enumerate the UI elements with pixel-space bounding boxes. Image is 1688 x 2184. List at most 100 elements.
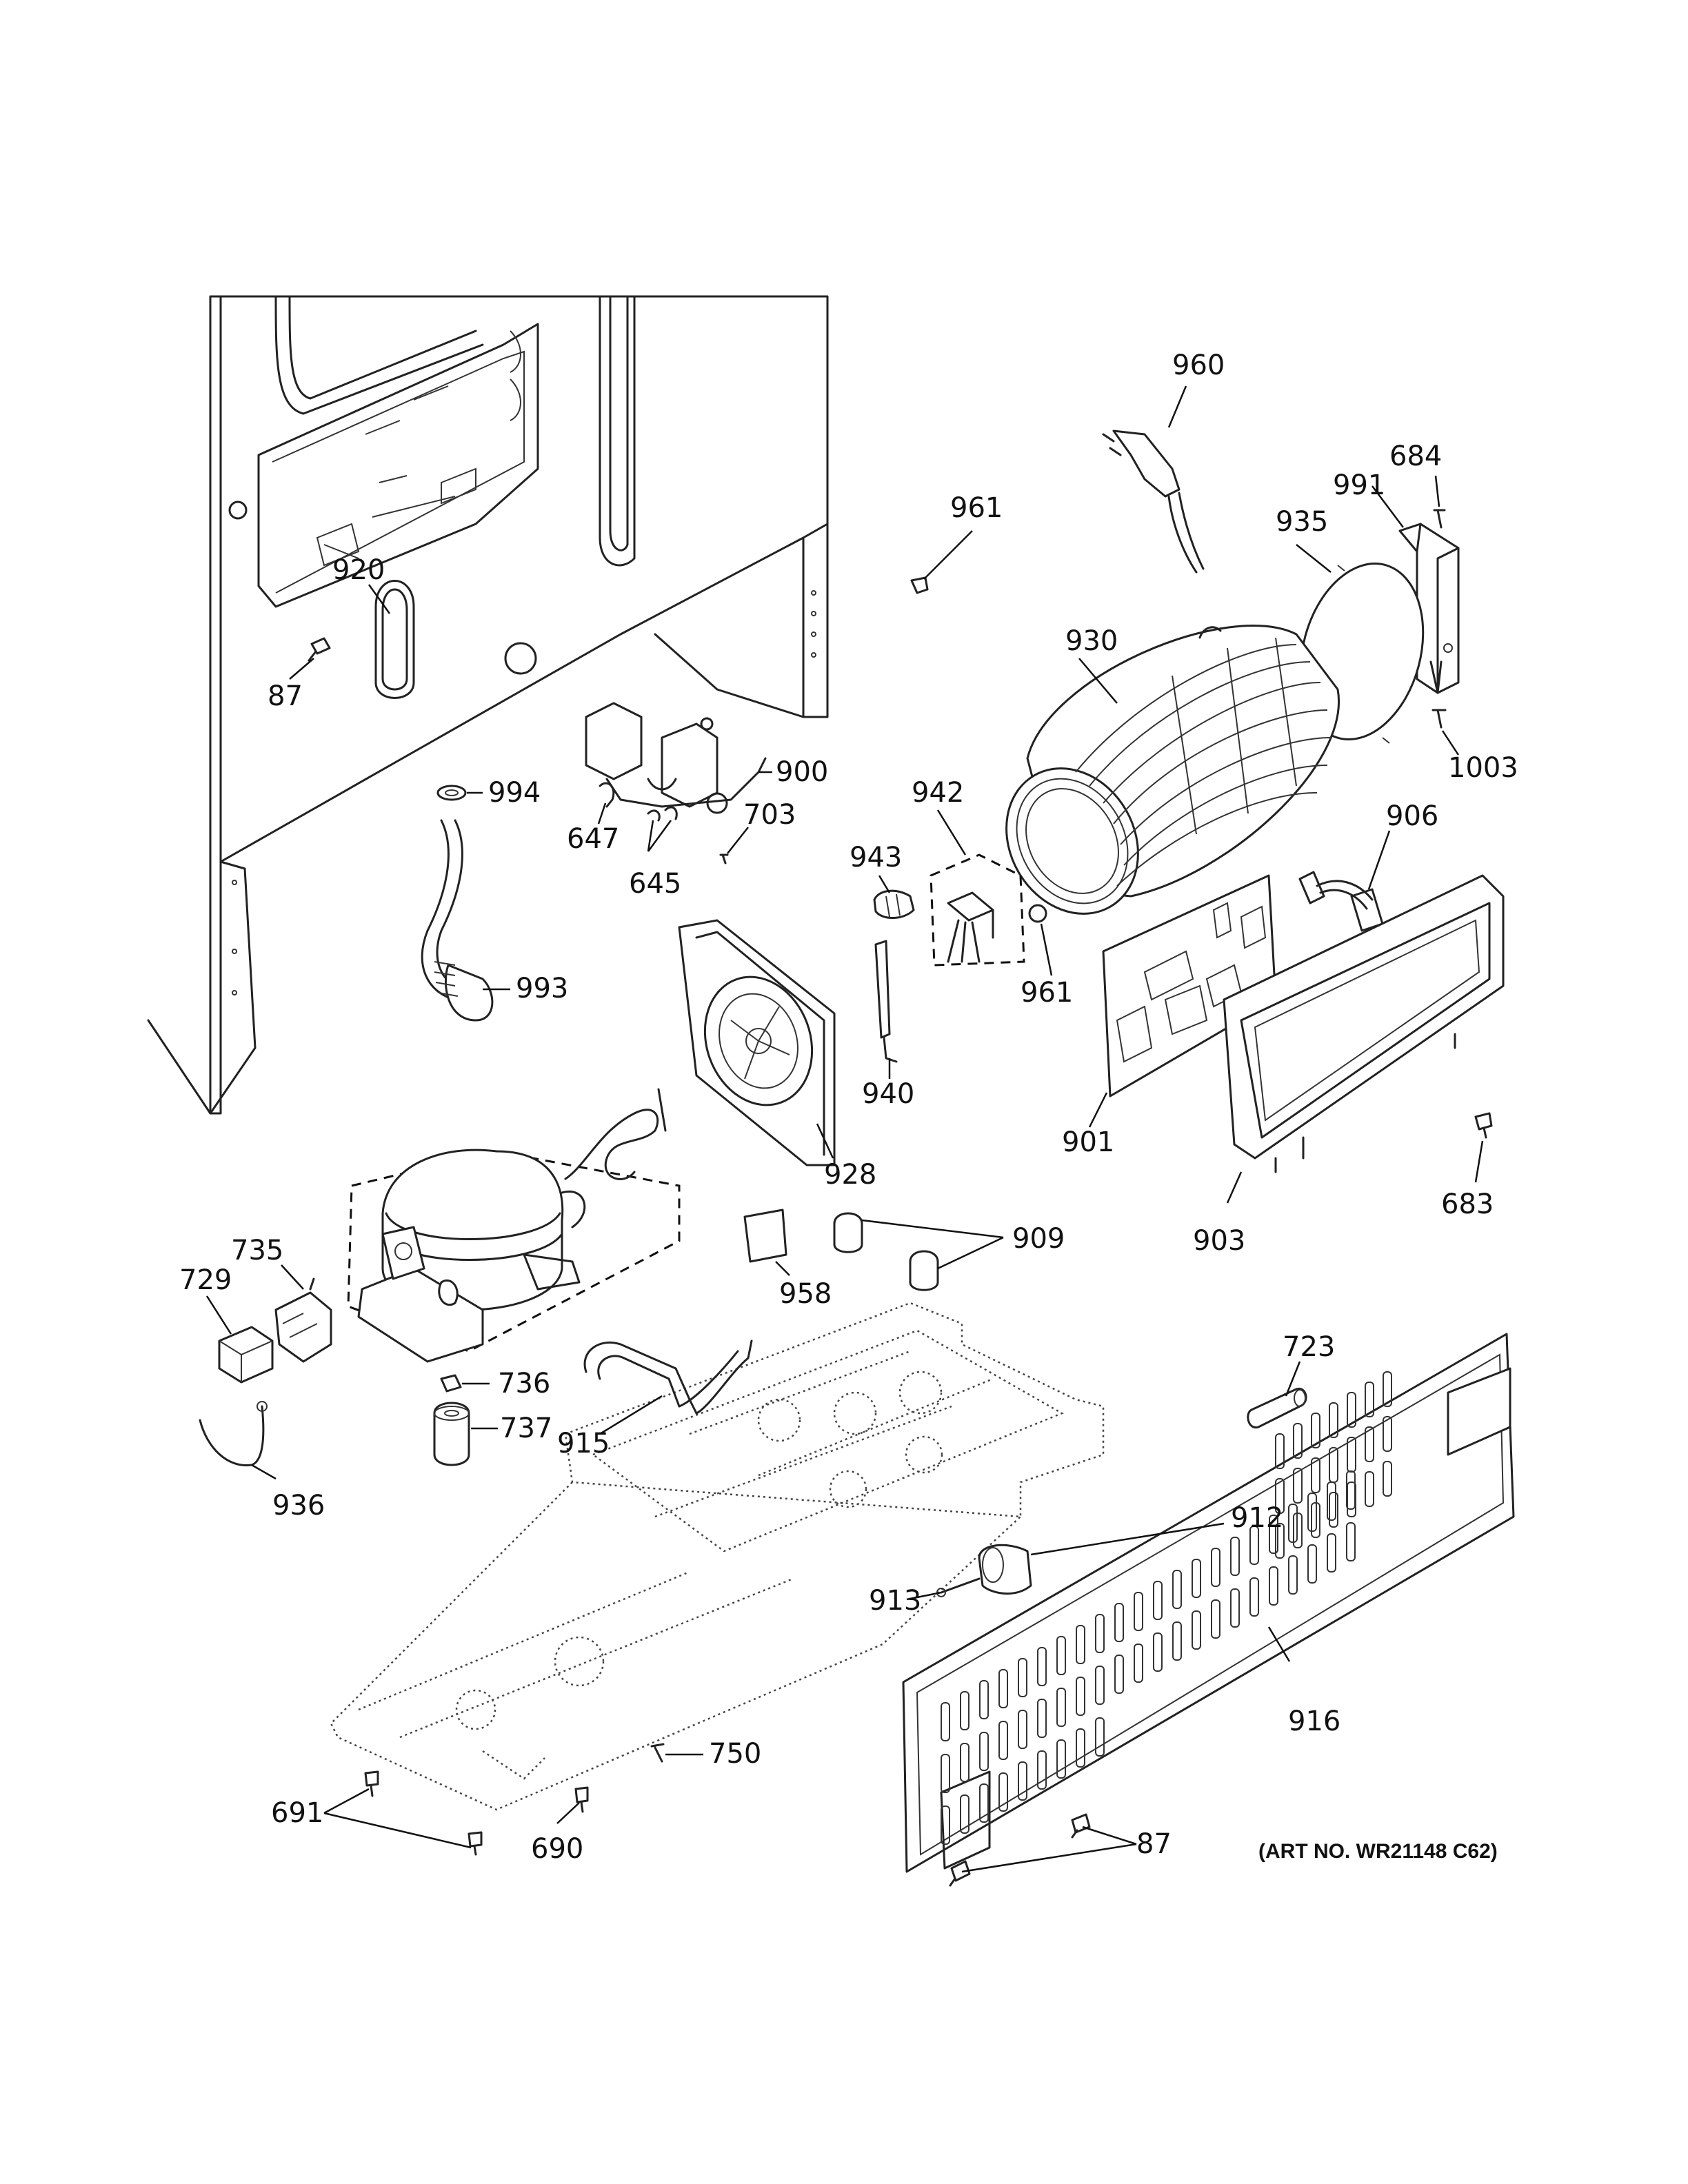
screw-87-top <box>308 637 331 662</box>
fan-shroud-928 <box>678 919 836 1166</box>
callout-labels: 960 684 991 961 935 930 87 900 1003 994 … <box>179 350 1518 1865</box>
grille-slot <box>1347 1392 1356 1428</box>
tube-915 <box>583 1339 753 1415</box>
grille-slot <box>998 1772 1008 1812</box>
part-958 <box>743 1209 787 1263</box>
callout-942: 942 <box>912 777 964 809</box>
grille-slot <box>1347 1437 1356 1473</box>
grille-slot <box>1134 1644 1143 1683</box>
callout-912: 912 <box>1231 1502 1283 1534</box>
grille-slot <box>1293 1423 1303 1459</box>
callout-991: 991 <box>1333 469 1385 501</box>
grille-slot <box>1275 1433 1285 1469</box>
callout-930: 930 <box>1065 625 1118 657</box>
grille-slot <box>1329 1492 1338 1528</box>
callout-943: 943 <box>850 842 902 873</box>
screw-684 <box>1433 509 1446 529</box>
condenser-930 <box>1005 625 1340 915</box>
callout-737: 737 <box>500 1413 552 1444</box>
grille-slot <box>1383 1461 1392 1497</box>
grille-slot <box>1153 1632 1163 1672</box>
grille-slot <box>1329 1447 1338 1483</box>
callout-935: 935 <box>1276 506 1328 538</box>
compressor-920 <box>347 1088 681 1363</box>
grille-slot <box>998 1721 1008 1760</box>
grille-slot <box>1365 1382 1374 1417</box>
grille-slot <box>1192 1559 1201 1598</box>
callout-750: 750 <box>709 1738 761 1770</box>
part-737 <box>433 1402 470 1466</box>
rear-grille-916 <box>902 1333 1515 1873</box>
grille-slot <box>979 1783 989 1823</box>
grille-slot <box>1275 1523 1285 1559</box>
grille-slot <box>1249 1577 1259 1617</box>
callout-993: 993 <box>516 973 568 1004</box>
grille-slot <box>979 1680 989 1719</box>
callout-958: 958 <box>779 1278 832 1310</box>
screw-683 <box>1474 1112 1493 1139</box>
grille-slot <box>1056 1739 1066 1779</box>
callout-684: 684 <box>1389 441 1442 472</box>
part-943 <box>873 889 915 919</box>
grille-slot <box>1114 1655 1124 1694</box>
callout-928: 928 <box>824 1159 876 1191</box>
relay-735 <box>274 1277 332 1363</box>
grille-slot <box>1037 1647 1047 1686</box>
grille-slot <box>1056 1688 1066 1727</box>
grille-slot <box>1056 1636 1066 1675</box>
grille-slot <box>1211 1599 1220 1639</box>
valve-assembly <box>585 702 767 814</box>
grommets-909 <box>833 1212 939 1291</box>
wire-936 <box>199 1405 265 1467</box>
clips-645 <box>647 806 678 822</box>
grille-slot <box>1076 1625 1085 1664</box>
grille-slot <box>1275 1478 1285 1514</box>
drain-tube-993 <box>421 819 494 1022</box>
art-number: (ART NO. WR21148 C62) <box>1258 1840 1498 1863</box>
screw-750 <box>650 1743 665 1763</box>
callout-683: 683 <box>1441 1189 1494 1220</box>
grille-slot <box>1311 1413 1320 1448</box>
grille-slot <box>941 1806 950 1845</box>
grille-slot <box>1172 1621 1182 1661</box>
callout-961-right: 961 <box>1021 977 1073 1009</box>
part-723 <box>1247 1387 1307 1429</box>
grille-slot <box>1018 1761 1027 1801</box>
grille-slot <box>1211 1548 1220 1587</box>
grille-slot <box>979 1732 989 1771</box>
callout-940: 940 <box>862 1078 914 1110</box>
callout-703: 703 <box>743 799 796 831</box>
screw-87-b <box>949 1860 971 1887</box>
grille-slot <box>1037 1750 1047 1790</box>
callout-915: 915 <box>557 1428 610 1459</box>
grille-slot <box>1311 1457 1320 1493</box>
grille-slot <box>1153 1581 1163 1620</box>
grille-slot <box>1327 1533 1336 1573</box>
grille-slot <box>941 1754 950 1793</box>
grille-slot <box>1365 1426 1374 1462</box>
leader-lines <box>205 385 1484 1873</box>
bracket-991 <box>1398 523 1460 694</box>
callout-960: 960 <box>1172 350 1225 381</box>
grille-slot <box>1307 1544 1317 1584</box>
grille-slot <box>1346 1522 1356 1561</box>
callout-909: 909 <box>1012 1223 1065 1255</box>
grille-slot <box>1365 1471 1374 1507</box>
grille-slot <box>1311 1502 1320 1538</box>
callout-691: 691 <box>271 1797 323 1829</box>
grommet-994 <box>436 785 467 801</box>
grille-slot <box>1230 1537 1240 1576</box>
screw-691-b <box>468 1831 483 1856</box>
callout-729: 729 <box>179 1264 232 1296</box>
callout-645: 645 <box>629 868 681 900</box>
grille-slot <box>1018 1658 1027 1697</box>
grille-slot <box>1288 1555 1298 1595</box>
harness-906 <box>1298 871 1384 932</box>
grille-slot <box>1249 1526 1259 1565</box>
screw-703 <box>719 853 729 865</box>
grille-slot <box>1329 1402 1338 1438</box>
grille-slot <box>1037 1699 1047 1738</box>
screw-690 <box>574 1786 589 1813</box>
grille-slot <box>1383 1371 1392 1407</box>
